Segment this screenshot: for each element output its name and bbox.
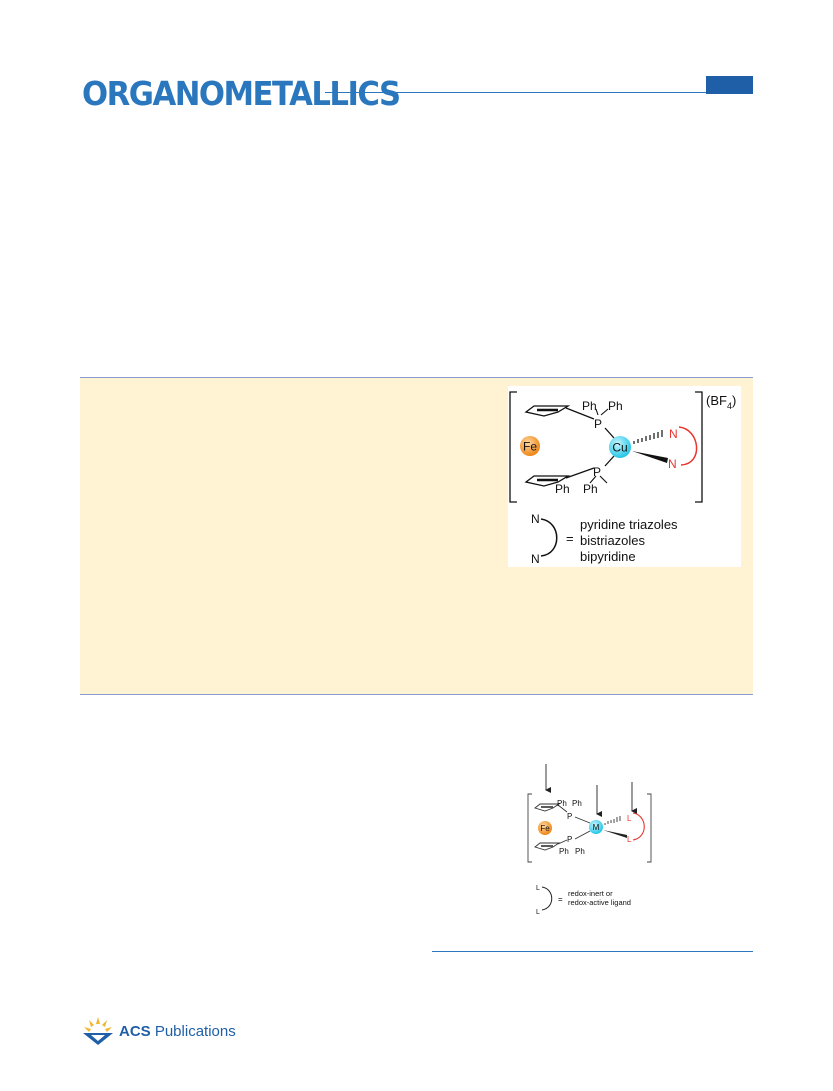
- p-top-label: P: [594, 417, 602, 431]
- acs-logo-icon: [81, 1016, 115, 1046]
- legend-line-1: redox-inert or: [568, 889, 613, 898]
- figure-1: Fe M L L P P Ph Ph Ph Ph L L =: [523, 762, 658, 920]
- l-bottom-label: L: [627, 835, 632, 844]
- ph-label: Ph: [555, 482, 570, 496]
- n-bottom-label: N: [668, 457, 677, 471]
- p-bottom-label: P: [567, 835, 572, 844]
- counterion-label: (BF4): [706, 393, 736, 411]
- legend-n-bottom: N: [531, 552, 540, 566]
- l-top-label: L: [627, 814, 632, 823]
- legend-l-top: L: [536, 885, 540, 892]
- footnote-rule: [432, 951, 753, 952]
- header-accent-block: [706, 76, 753, 94]
- cu-atom: [609, 436, 631, 458]
- legend-equals: =: [566, 531, 574, 546]
- fe-label: Fe: [523, 440, 537, 454]
- ph-label: Ph: [583, 482, 598, 496]
- p-bottom-label: P: [593, 465, 601, 479]
- publisher-name: ACS Publications: [119, 1023, 236, 1040]
- legend-equals: =: [558, 895, 563, 904]
- legend-line-2: redox-active ligand: [568, 898, 631, 907]
- ph-label: Ph: [572, 799, 582, 808]
- m-label: M: [593, 823, 600, 832]
- legend-l-bottom: L: [536, 909, 540, 916]
- journal-title: ORGANOMETALLICS: [82, 74, 401, 113]
- ph-label: Ph: [582, 399, 597, 413]
- figure-structure-drawing: Fe M L L P P Ph Ph Ph Ph L L =: [527, 764, 652, 916]
- ph-label: Ph: [575, 847, 585, 856]
- toc-structure-drawing: Fe Cu N N P P: [509, 391, 736, 566]
- publisher-acs: ACS: [119, 1023, 151, 1040]
- fe-label: Fe: [540, 824, 550, 833]
- legend-arc: [540, 518, 558, 557]
- chelate-arc: [678, 426, 698, 466]
- fe-atom: [520, 436, 540, 456]
- ph-label: Ph: [608, 399, 623, 413]
- legend-line-2: bistriazoles: [580, 533, 646, 548]
- header-rule: [325, 92, 706, 93]
- toc-graphic: Fe Cu N N P P: [508, 386, 741, 567]
- hashed-wedge-bond: [633, 430, 663, 444]
- right-bracket: [695, 391, 703, 503]
- n-top-label: N: [669, 427, 678, 441]
- solid-wedge-bond: [632, 451, 668, 463]
- legend-n-top: N: [531, 512, 540, 526]
- legend-line-3: bipyridine: [580, 549, 636, 564]
- legend-line-1: pyridine triazoles: [580, 517, 678, 532]
- p-top-label: P: [567, 812, 572, 821]
- ph-label: Ph: [559, 847, 569, 856]
- publisher-publications: Publications: [150, 1023, 236, 1040]
- left-bracket: [509, 391, 517, 503]
- ph-label: Ph: [557, 799, 567, 808]
- cu-label: Cu: [612, 441, 627, 455]
